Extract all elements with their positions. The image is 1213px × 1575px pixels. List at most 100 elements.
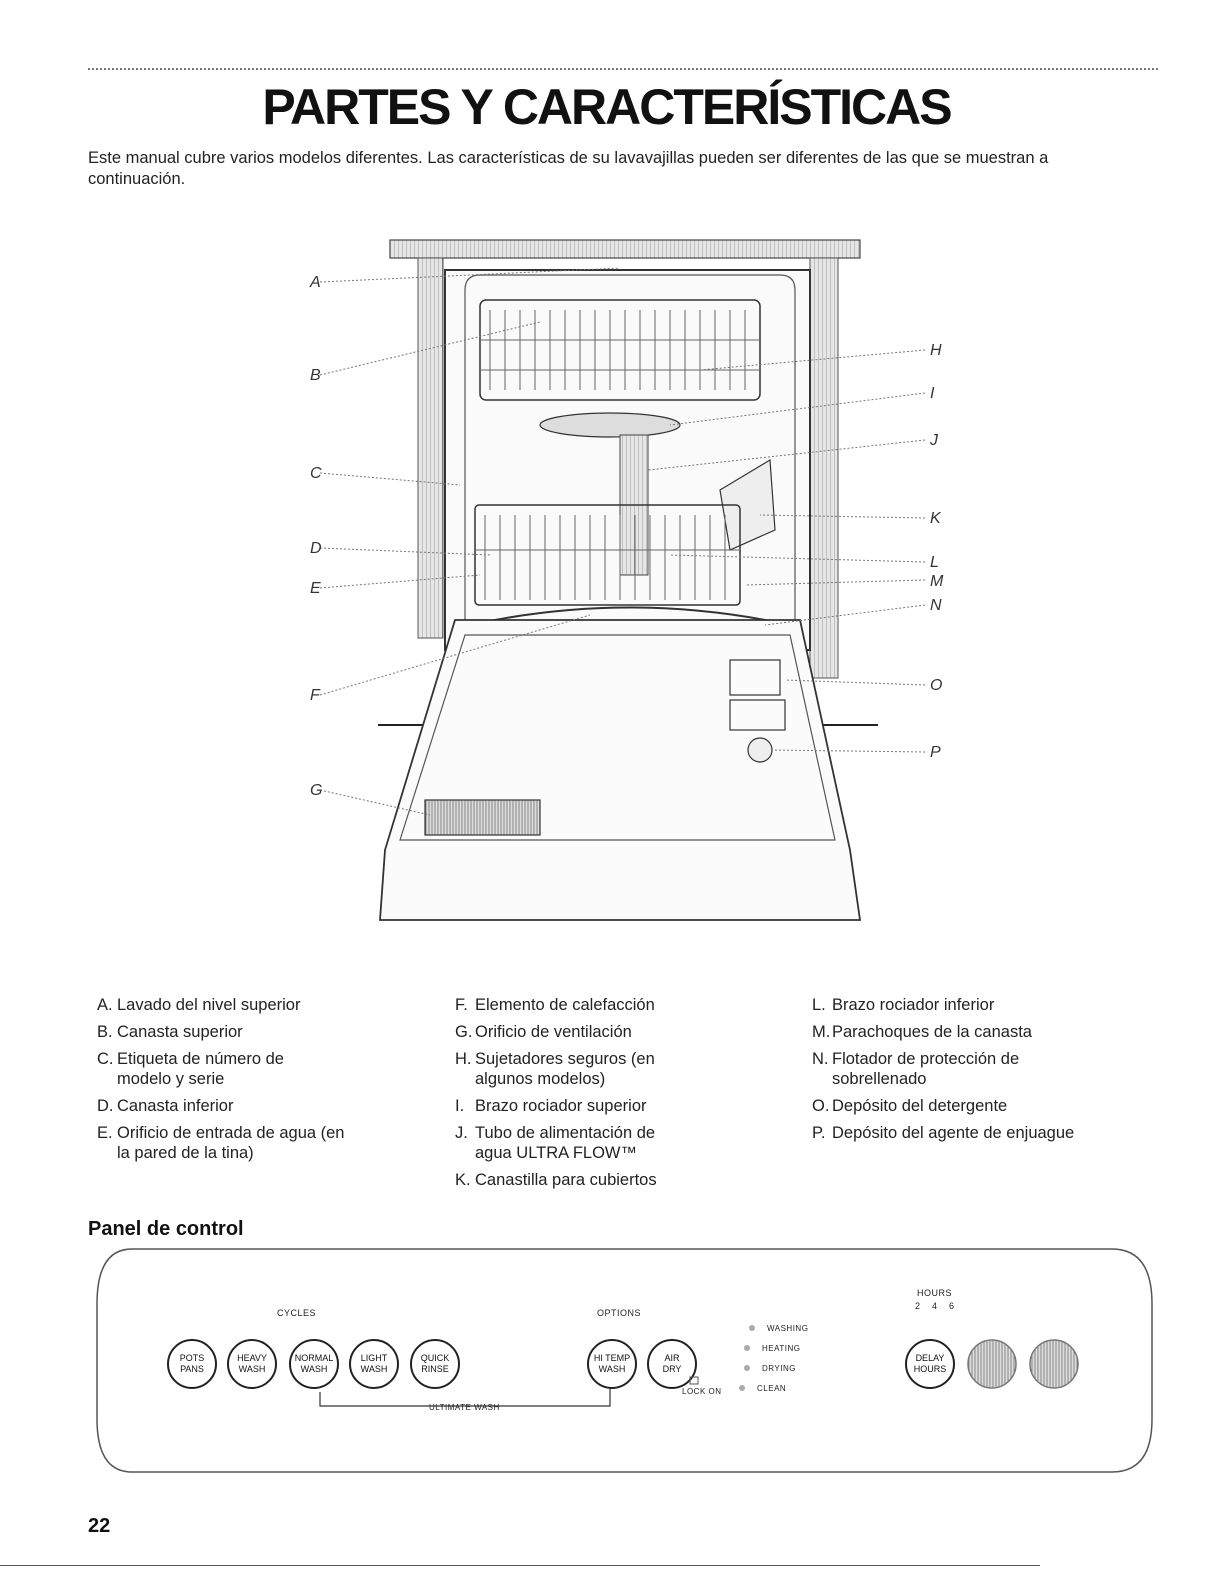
air-dry-button[interactable]: AIR DRY [647,1339,697,1389]
delay-hours-button[interactable]: DELAY HOURS [905,1339,955,1389]
part-item: P.Depósito del agente de enjuague [812,1124,1075,1142]
part-item: H.Sujetadores seguros (en algunos modelo… [455,1050,655,1088]
part-item: B.Canasta superior [97,1023,243,1041]
callout-g: G [310,782,322,799]
cycles-label: CYCLES [277,1308,316,1318]
svg-text:NORMAL: NORMAL [295,1353,334,1363]
callout-b: B [310,367,321,384]
bottom-rule [0,1565,1040,1566]
open-door [379,619,862,921]
svg-text:DRYING: DRYING [762,1364,796,1373]
rinse-aid-dispenser [747,737,773,763]
heavy-wash-button[interactable]: HEAVY WASH [227,1339,277,1389]
callout-h: H [930,342,942,359]
detergent-dispenser [729,659,781,696]
callout-k: K [930,510,942,527]
hours-value-6: 6 [949,1301,955,1311]
callout-l: L [930,554,939,571]
svg-text:DELAY: DELAY [916,1353,945,1363]
countertop-strip [389,239,861,259]
svg-text:PANS: PANS [180,1364,204,1374]
lock-icon [689,1376,699,1385]
part-item: N.Flotador de protección de sobrellenado [812,1050,1020,1088]
page-number: 22 [88,1515,111,1537]
callout-d: D [310,540,322,557]
status-drying: DRYING [744,1364,796,1373]
part-item: L.Brazo rociador inferior [812,996,995,1014]
start-button[interactable] [967,1339,1017,1389]
callout-e: E [310,580,321,597]
parts-list-column-3: L.Brazo rociador inferior M.Parachoques … [812,995,1162,1150]
part-item: O.Depósito del detergente [812,1097,1008,1115]
lower-rack [474,504,741,606]
svg-text:HOURS: HOURS [914,1364,947,1374]
part-item: D.Canasta inferior [97,1097,234,1115]
callout-f: F [310,687,321,704]
vent [424,799,541,836]
callout-n: N [930,597,942,614]
svg-text:LIGHT: LIGHT [361,1353,388,1363]
cancel-button[interactable] [1029,1339,1079,1389]
svg-text:WASH: WASH [599,1364,626,1374]
top-dotted-rule [88,68,1158,73]
part-item: K.Canastilla para cubiertos [455,1171,657,1189]
right-side-wall [809,257,839,679]
parts-list-column-2: F.Elemento de calefacción G.Orificio de … [455,995,785,1197]
svg-text:CLEAN: CLEAN [757,1384,786,1393]
callout-c: C [310,465,322,482]
svg-text:HI TEMP: HI TEMP [594,1353,630,1363]
parts-list-column-1: A.Lavado del nivel superior B.Canasta su… [97,995,437,1170]
normal-wash-button[interactable]: NORMAL WASH [289,1339,339,1389]
pots-pans-button[interactable]: POTS PANS [167,1339,217,1389]
svg-text:DRY: DRY [663,1364,682,1374]
svg-text:WASHING: WASHING [767,1324,808,1333]
hi-temp-wash-button[interactable]: HI TEMP WASH [587,1339,637,1389]
svg-text:AIR: AIR [664,1353,680,1363]
svg-text:RINSE: RINSE [421,1364,449,1374]
light-wash-button[interactable]: LIGHT WASH [349,1339,399,1389]
part-item: J.Tubo de alimentación de agua ULTRA FLO… [455,1124,656,1162]
svg-text:POTS: POTS [180,1353,205,1363]
dishwasher-diagram: A B C D E F G H I J K L M N O P [309,239,944,921]
part-item: M.Parachoques de la canasta [812,1023,1032,1041]
svg-text:WASH: WASH [361,1364,388,1374]
control-panel-outline [96,1248,1153,1473]
page-title: PARTES Y CARACTERÍSTICAS [262,79,952,135]
part-item: G.Orificio de ventilación [455,1023,632,1041]
svg-text:WASH: WASH [301,1364,328,1374]
options-label: OPTIONS [597,1308,641,1318]
heating-element [469,606,791,626]
upper-rack [479,299,761,401]
status-washing: WASHING [749,1324,808,1333]
control-panel: CYCLES OPTIONS HOURS 2 4 6 POTS PANS HEA… [96,1248,1153,1473]
part-item: E.Orificio de entrada de agua (en la par… [97,1124,345,1162]
lock-on-label: LOCK ON [682,1387,722,1396]
hours-value-2: 2 [915,1301,921,1311]
part-item: A.Lavado del nivel superior [97,996,301,1014]
cutlery-basket [719,458,776,551]
callout-i: I [930,385,935,402]
status-clean: CLEAN [739,1384,786,1393]
svg-text:HEAVY: HEAVY [237,1353,267,1363]
control-panel-heading: Panel de control [88,1218,244,1240]
callout-m: M [930,573,944,590]
part-item: I.Brazo rociador superior [455,1097,647,1115]
intro-paragraph: Este manual cubre varios modelos diferen… [88,149,1049,188]
svg-text:HEATING: HEATING [762,1344,800,1353]
upper-spray-arm [539,412,681,438]
callout-p: P [930,744,941,761]
ultimate-wash-label: ULTIMATE WASH [429,1403,500,1412]
part-item: F.Elemento de calefacción [455,996,655,1014]
hours-value-4: 4 [932,1301,938,1311]
left-side-wall [417,257,444,639]
quick-rinse-button[interactable]: QUICK RINSE [410,1339,460,1389]
svg-text:QUICK: QUICK [421,1353,450,1363]
part-item: C.Etiqueta de número de modelo y serie [97,1050,284,1088]
ultimate-wash-bracket [319,1389,611,1407]
status-heating: HEATING [744,1344,800,1353]
callout-a: A [309,274,321,291]
callout-o: O [930,677,942,694]
svg-text:WASH: WASH [239,1364,266,1374]
hours-label: HOURS [917,1288,952,1298]
callout-j: J [929,432,939,449]
